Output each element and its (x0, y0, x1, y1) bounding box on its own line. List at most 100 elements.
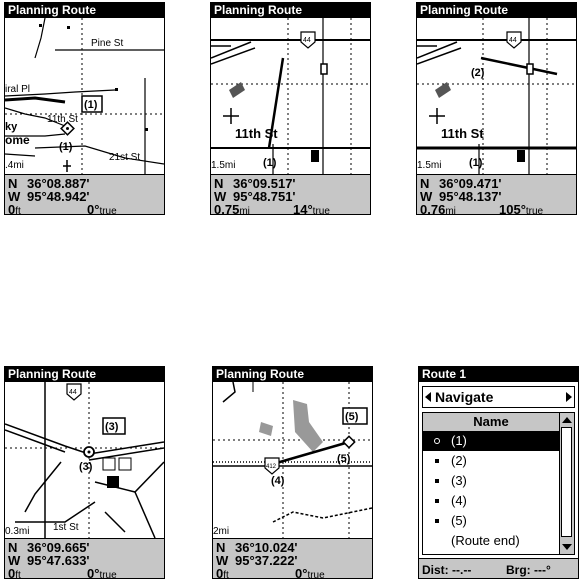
wp5-label: (5) (345, 411, 359, 423)
map-view[interactable]: 44 (3) (3) 0.3mi 1st St (5, 382, 164, 538)
position-readout: N 36°09.517' W 95°48.751' 0.75mi 14°true (211, 174, 370, 215)
shield-icon: 44 (506, 31, 522, 49)
lon-label: W (420, 189, 433, 204)
lon-value: 95°48.137' (439, 189, 502, 204)
wp4-label: (4) (271, 475, 285, 487)
street-11th: 11th St (441, 126, 484, 141)
map-scale: 1.5mi (211, 160, 235, 171)
screen-title: Planning Route (5, 367, 164, 382)
list-item[interactable]: (1) (423, 431, 559, 451)
lon-value: 95°48.942' (27, 189, 90, 204)
wp3-label-lower: (3) (79, 461, 93, 473)
screen-title: Planning Route (5, 3, 164, 18)
position-readout: N 36°09.471' W 95°48.137' 0.76mi 105°tru… (417, 174, 576, 215)
distance: 0ft (216, 566, 229, 579)
list-rows: (1) (2) (3) (4) (5) (Route end) (423, 431, 559, 551)
street-11th: 11th St (47, 114, 78, 125)
arrow-right-icon[interactable] (566, 392, 572, 402)
wp2-label: (2) (471, 67, 485, 79)
wp3-label: (3) (105, 421, 119, 433)
distance: 0ft (8, 566, 21, 579)
list-item[interactable]: (2) (423, 451, 559, 471)
lat-value: 36°10.024' (235, 540, 298, 555)
lat-label: N (8, 176, 18, 191)
map-view[interactable]: 44 (2) 11th St (1) 1.5mi (417, 18, 576, 174)
waypoint-bullet-icon (435, 479, 439, 483)
screen-title: Planning Route (211, 3, 370, 18)
position-readout: N 36°10.024' W 95°37.222' 0ft 0°true (213, 538, 372, 579)
map-screen-2: Planning Route 44 (210, 2, 371, 215)
map-scale: 1.5mi (417, 160, 441, 171)
street-iral: iral Pl (5, 84, 30, 95)
route-leg (272, 440, 350, 466)
column-header-name: Name (423, 413, 559, 431)
dist-value: --.-- (452, 563, 472, 577)
distance: 0.75mi (214, 202, 250, 215)
arrow-left-icon[interactable] (425, 392, 431, 402)
map-scale: 2mi (213, 526, 229, 537)
waypoint-icon (60, 121, 75, 136)
lat-label: N (420, 176, 430, 191)
list-item[interactable]: (Route end) (423, 531, 559, 551)
navigate-selector[interactable]: Navigate (422, 386, 575, 408)
route-leg (267, 57, 285, 149)
lat-label: N (8, 540, 18, 555)
list-item-label: (4) (451, 493, 467, 508)
lon-label: W (214, 189, 227, 204)
svg-text:44: 44 (69, 389, 77, 396)
wp1-label-lower: (1) (59, 141, 73, 153)
waypoint-list: Name (1) (2) (3) (4) (5) (Route end) (422, 412, 575, 555)
waypoint-bullet-icon (435, 519, 439, 523)
scrollbar[interactable] (559, 413, 574, 554)
wp5-label-lower: (5) (337, 453, 351, 465)
street-21st: 21st St (109, 152, 140, 163)
shield-icon: 44 (66, 383, 82, 401)
navigate-label: Navigate (435, 389, 494, 405)
scroll-down-icon[interactable] (562, 544, 572, 550)
cursor-icon (223, 108, 239, 124)
lon-value: 95°47.633' (27, 553, 90, 568)
waypoint-bullet-icon (435, 459, 439, 463)
list-item[interactable]: (3) (423, 471, 559, 491)
map-scale: 0.3mi (5, 526, 29, 537)
edge-label: ky (5, 121, 18, 133)
map-scale: .4mi (5, 160, 24, 171)
waypoint-icon (83, 446, 95, 458)
scroll-thumb[interactable] (561, 427, 572, 537)
route-leg (480, 56, 558, 76)
map-view[interactable]: (1) Pine St iral Pl 11th St 21st St ome … (5, 18, 164, 174)
place-ome: ome (5, 133, 30, 147)
list-item-label: (2) (451, 453, 467, 468)
list-item-label: (3) (451, 473, 467, 488)
wp1-label: (1) (469, 157, 483, 169)
list-item[interactable]: (4) (423, 491, 559, 511)
bearing: 0°true (295, 566, 325, 579)
shield-icon: 412 (264, 457, 280, 475)
bearing: 0°true (87, 202, 117, 215)
distance: 0.76mi (420, 202, 456, 215)
bearing: 105°true (499, 202, 544, 215)
position-readout: N 36°09.665' W 95°47.633' 0ft 0°true (5, 538, 164, 579)
lat-value: 36°08.887' (27, 176, 90, 191)
waypoint-icon (342, 435, 356, 449)
scroll-up-icon[interactable] (562, 417, 572, 423)
list-item-label: (1) (451, 433, 467, 448)
cursor-icon (63, 160, 71, 172)
list-item-label: (Route end) (451, 533, 520, 548)
map-screen-4: Planning Route 44 (4, 366, 165, 579)
map-screen-3: Planning Route 44 (416, 2, 577, 215)
svg-text:44: 44 (509, 37, 517, 44)
lat-label: N (216, 540, 226, 555)
shield-icon: 44 (300, 31, 316, 49)
waypoint-bullet-icon (435, 499, 439, 503)
position-readout: N 36°08.887' W 95°48.942' 0ft 0°true (5, 174, 164, 215)
lat-value: 36°09.665' (27, 540, 90, 555)
list-item[interactable]: (5) (423, 511, 559, 531)
svg-text:44: 44 (303, 37, 311, 44)
map-view[interactable]: 44 11th St (1) 1.5mi (211, 18, 370, 174)
bearing: 14°true (293, 202, 330, 215)
svg-text:412: 412 (266, 464, 277, 470)
lon-value: 95°48.751' (233, 189, 296, 204)
lat-value: 36°09.517' (233, 176, 296, 191)
map-view[interactable]: 412 (5) (5) (4) 2mi (213, 382, 372, 538)
